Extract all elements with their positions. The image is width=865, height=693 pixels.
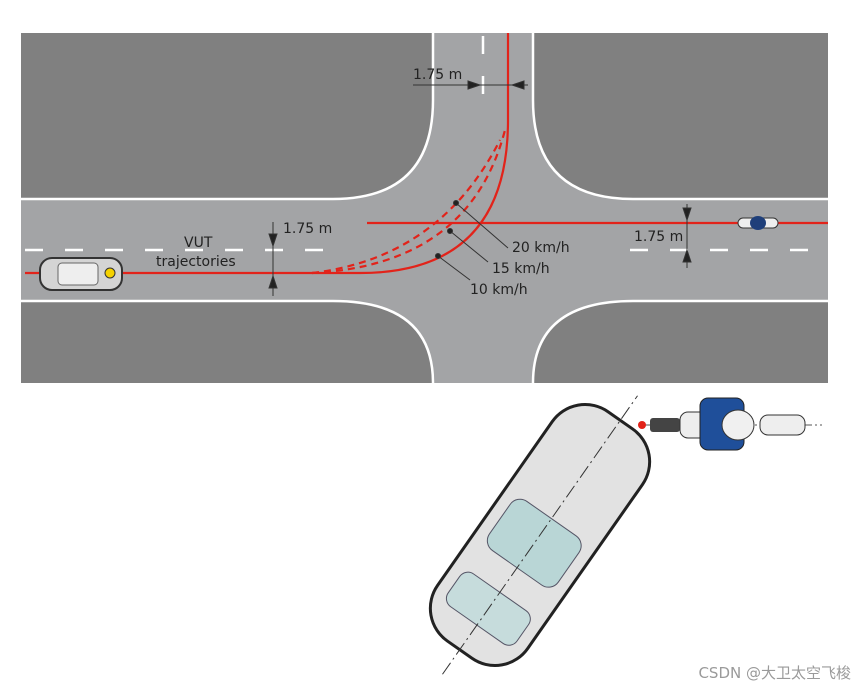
vut-car-icon [39, 257, 123, 291]
dimension-label-left: 1.75 m [283, 221, 333, 237]
trajectory-label-line2: trajectories [156, 254, 236, 270]
dimension-label-right: 1.75 m [634, 229, 684, 245]
trajectory-label-line1: VUT [184, 235, 213, 251]
dimension-label-top: 1.75 m [413, 67, 463, 83]
watermark: CSDN @大卫太空飞梭 [698, 664, 851, 682]
speed-label-20: 20 km/h [512, 240, 570, 256]
speed-label-15: 15 km/h [492, 261, 550, 277]
speed-label-10: 10 km/h [470, 282, 528, 298]
